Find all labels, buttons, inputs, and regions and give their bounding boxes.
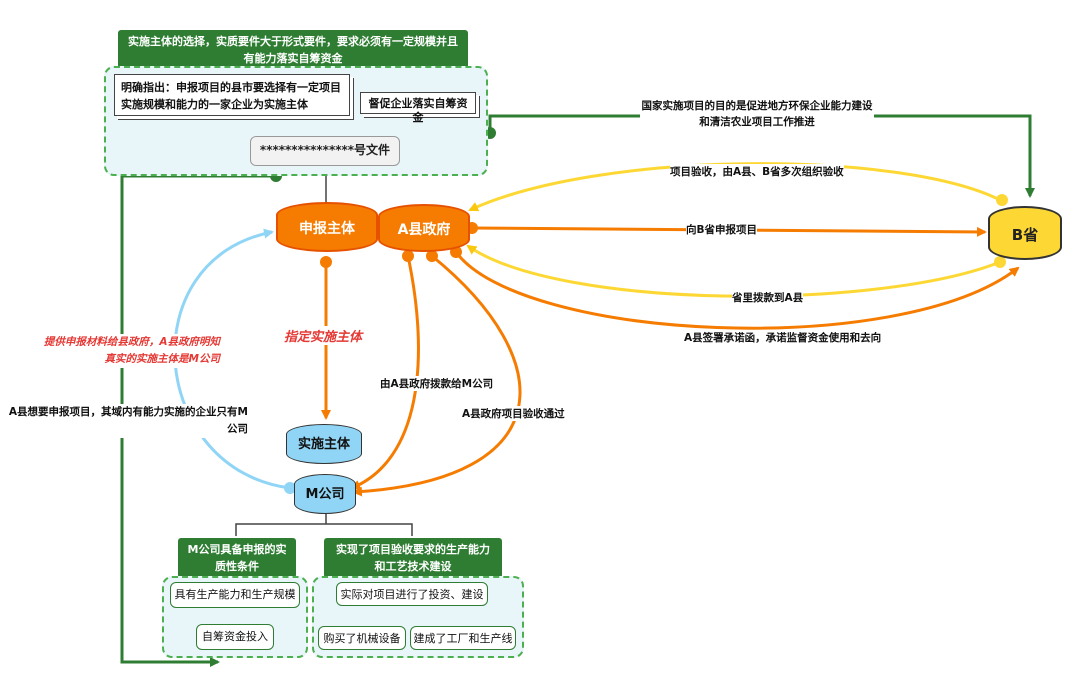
node-province-b: B省 — [988, 206, 1062, 260]
bottom-left-item-1: 具有生产能力和生产规模 — [170, 582, 300, 608]
node-implementer: 实施主体 — [286, 424, 362, 464]
label-only-m: A县想要申报项目，其域内有能力实施的企业只有M公司 — [8, 404, 248, 438]
tree-line-bottom — [235, 514, 413, 536]
node-applicant: 申报主体 — [276, 202, 378, 252]
bottom-right-item-2: 购买了机械设备 — [318, 626, 406, 650]
node-company-m: M公司 — [294, 474, 356, 514]
bottom-left-item-2: 自筹资金投入 — [196, 624, 274, 650]
bottom-right-header: 实现了项目验收要求的生产能力和工艺技术建设 — [324, 538, 502, 578]
edge-pay-m — [350, 255, 420, 490]
edge-pass-accept — [352, 254, 522, 497]
label-provide-material: 提供申报材料给县政府，A县政府明知真实的实施主体是M公司 — [36, 334, 220, 368]
bottom-right-item-3: 建成了工厂和生产线 — [410, 626, 516, 650]
label-apply-b: 向B省申报项目 — [686, 222, 758, 237]
note-subject-requirement: 明确指出：申报项目的县市要选择有一定项目实施规模和能力的一家企业为实施主体 — [114, 74, 350, 116]
label-promise: A县签署承诺函，承诺监督资金使用和去向 — [684, 330, 882, 345]
bottom-right-item-1: 实际对项目进行了投资、建设 — [336, 582, 488, 606]
doc-number-box: ***************号文件 — [250, 136, 400, 166]
label-pay-m: 由A县政府拨款给M公司 — [380, 376, 494, 391]
edge-acceptance — [468, 162, 1001, 212]
label-designate: 指定实施主体 — [284, 326, 363, 345]
label-allocate: 省里拨款到A县 — [732, 290, 804, 305]
top-header: 实施主体的选择，实质要件大于形式要件，要求必须有一定规模并且有能力落实自筹资金 — [118, 30, 468, 70]
label-pass-accept: A县政府项目验收通过 — [462, 406, 565, 421]
note-self-funding: 督促企业落实自筹资金 — [360, 92, 476, 124]
edge-promise — [454, 251, 1020, 330]
bottom-left-header: M公司具备申报的实质性条件 — [178, 538, 296, 578]
label-state-purpose: 国家实施项目的目的是促进地方环保企业能力建设和清洁农业项目工作推进 — [640, 98, 874, 130]
label-acceptance: 项目验收，由A县、B省多次组织验收 — [670, 164, 844, 179]
node-gov-a: A县政府 — [378, 204, 470, 252]
edge-allocate — [466, 244, 1001, 298]
